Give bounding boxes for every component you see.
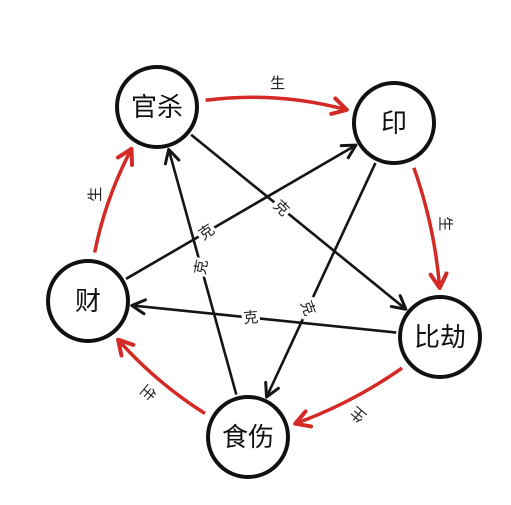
generate-arrow-shishang-cai bbox=[116, 337, 206, 416]
generate-label-cai-guansha: 生 bbox=[86, 187, 104, 202]
generate-label-yin-bijie: 生 bbox=[436, 216, 454, 231]
overcome-label-yin-shishang: 克 bbox=[297, 298, 319, 318]
node-circle-cai bbox=[46, 259, 130, 343]
overcome-arrow-guansha-bijie bbox=[190, 133, 408, 311]
node-label-yin: 印 bbox=[381, 109, 407, 139]
generate-arrow-cai-guansha bbox=[92, 146, 135, 253]
node-circle-guansha bbox=[115, 65, 199, 149]
node-label-cai: 财 bbox=[75, 287, 101, 317]
overcome-arrow-cai-yin bbox=[125, 143, 358, 280]
node-bijie: 比劫 bbox=[398, 295, 482, 379]
overcome-label-cai-yin: 克 bbox=[195, 220, 218, 243]
overcome-arrow-yin-shishang bbox=[264, 162, 377, 399]
overcome-label-backdrop bbox=[190, 256, 212, 278]
overcome-label-backdrop bbox=[296, 296, 320, 320]
node-label-shishang: 食伤 bbox=[222, 423, 274, 453]
generate-label-guansha-yin: 生 bbox=[270, 74, 285, 92]
node-cai: 财 bbox=[46, 259, 130, 343]
overcome-label-shishang-guansha: 克 bbox=[191, 258, 211, 276]
overcome-arrow-bijie-cai bbox=[130, 298, 397, 334]
node-circle-yin bbox=[352, 81, 436, 165]
overcome-star bbox=[125, 133, 408, 399]
overcome-label-bijie-cai: 克 bbox=[243, 308, 260, 327]
node-circle-shishang bbox=[206, 395, 290, 479]
node-label-guansha: 官杀 bbox=[131, 93, 183, 123]
node-shishang: 食伤 bbox=[206, 395, 290, 479]
generate-arrow-guansha-yin bbox=[205, 95, 349, 116]
node-circle-bijie bbox=[398, 295, 482, 379]
generate-label-bijie-shishang: 生 bbox=[347, 403, 370, 426]
generation-cycle bbox=[92, 95, 449, 429]
overcome-label-backdrop bbox=[268, 195, 295, 221]
node-guansha: 官杀 bbox=[115, 65, 199, 149]
overcome-label-backdrop bbox=[193, 219, 220, 245]
node-yin: 印 bbox=[352, 81, 436, 165]
generate-arrow-yin-bijie bbox=[412, 167, 449, 290]
generate-arrow-bijie-shishang bbox=[293, 366, 404, 429]
generate-label-shishang-cai: 生 bbox=[136, 381, 159, 404]
overcome-label-backdrop bbox=[241, 307, 261, 328]
node-label-bijie: 比劫 bbox=[414, 323, 466, 353]
